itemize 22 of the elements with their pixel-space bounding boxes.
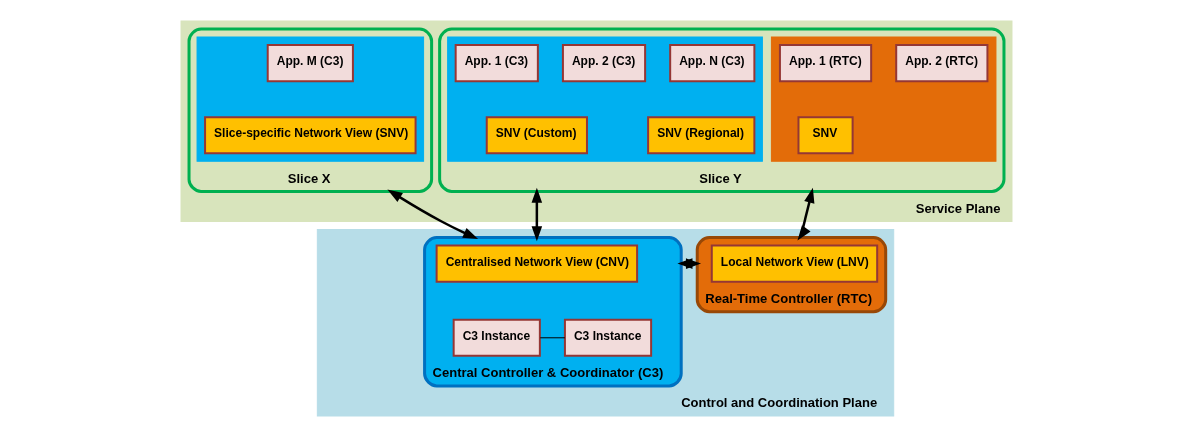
node-box: Centralised Network View (CNV) (435, 244, 638, 283)
arrow (796, 187, 814, 241)
cluster (446, 36, 763, 162)
node-box: SNV (Custom) (485, 115, 588, 154)
node-box: App. 2 (RTC) (894, 43, 988, 82)
node-box: App. M (C3) (266, 43, 354, 82)
node-box: App. 1 (RTC) (778, 43, 872, 82)
node-box: Local Network View (LNV) (710, 244, 878, 283)
node-box: App. 2 (C3) (561, 43, 646, 82)
node-box: C3 Instance (452, 318, 541, 357)
node-box: App. N (C3) (668, 43, 755, 82)
node-box: SNV (797, 115, 854, 154)
node-box: App. 1 (C3) (454, 43, 539, 82)
arrow (386, 188, 478, 239)
connector (539, 336, 565, 338)
cluster (196, 36, 424, 162)
arrow (676, 257, 701, 269)
cluster (770, 36, 996, 162)
node-box: Slice-specific Network View (SNV) (203, 115, 417, 154)
node-box: SNV (Regional) (646, 115, 755, 154)
arrow (531, 187, 542, 241)
node-box: C3 Instance (563, 318, 652, 357)
